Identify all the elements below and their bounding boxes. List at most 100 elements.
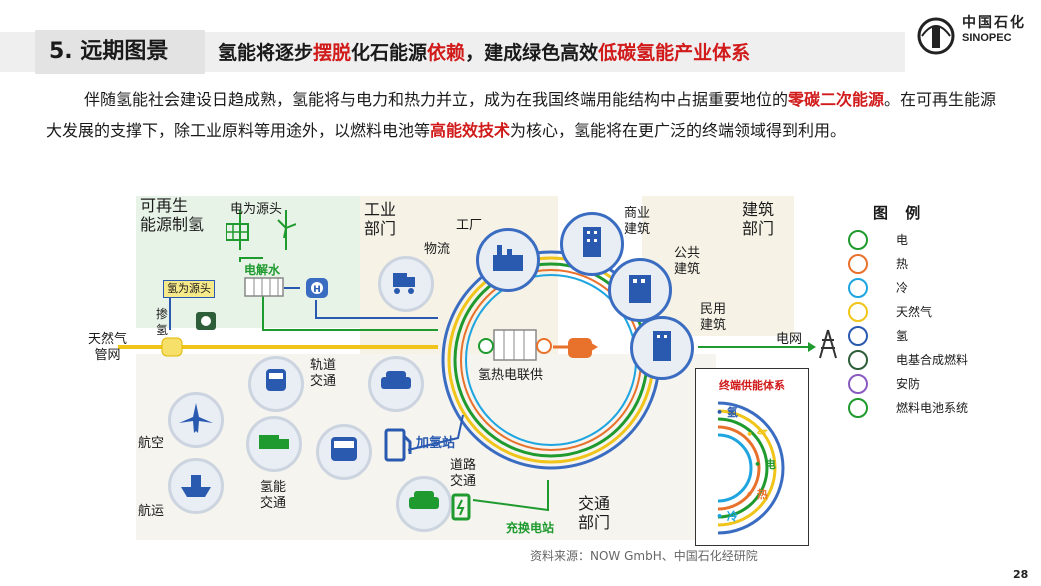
airplane-icon (179, 403, 213, 433)
solar-wind-icon (226, 219, 296, 246)
rail-label: 轨道 交通 (310, 358, 337, 389)
power-source-label: 电为源头 (230, 202, 283, 217)
aviation-label: 航空 (138, 436, 165, 451)
natural-gas-icon (848, 302, 868, 322)
gas-grid-label: 天然气 管网 (88, 332, 128, 363)
zone-label-renewable: 可再生 能源制氢 (140, 196, 205, 234)
intro-part: 。在可再生能源大发展的支撑下，除工业原料等用途外，以燃料电池等 (46, 90, 997, 140)
headline-part: 摆脱 (313, 42, 352, 64)
bus-icon (331, 437, 357, 461)
chp-label: 氢热电联供 (478, 368, 544, 383)
legend-label: 燃料电池系统 (896, 401, 969, 415)
public-node (608, 258, 672, 322)
shipping-node (168, 458, 224, 514)
intro-part: 零碳二次能源 (788, 90, 885, 109)
zone-building (642, 196, 794, 336)
cold-icon (848, 278, 868, 298)
zone-label-industry: 工业 部门 (364, 200, 397, 238)
page-number: 28 (1013, 568, 1029, 581)
legend-label: 电 (896, 233, 909, 247)
sinopec-logo (917, 17, 955, 55)
commercial-node (560, 212, 624, 276)
legend-label: 热 (896, 257, 909, 271)
h2-pump-icon (384, 428, 412, 462)
residential-label: 民用 建筑 (700, 302, 727, 333)
terminal-item: • 电 (754, 458, 776, 471)
electric-car-icon (409, 491, 439, 509)
intro-part: 伴随氢能社会建设日趋成熟，氢能将与电力和热力并立，成为在我国终端用能结构中占据重… (84, 90, 789, 109)
train-icon (266, 369, 286, 391)
terminal-item: • 气 (746, 428, 768, 441)
truck-icon (259, 435, 289, 449)
logistics-node (378, 256, 434, 312)
hydrogen-system-diagram: 可再生 能源制氢 工业 部门 建筑 部门 交通 部门 电为源头 电解水 H 氢为… (78, 190, 1040, 552)
headline-part: 化石能源 (351, 42, 428, 64)
fuel-cell-icon (848, 398, 868, 418)
apartment-icon (653, 331, 671, 361)
office-building-icon (583, 227, 601, 257)
headline-part: ，建成绿色高效 (465, 42, 599, 64)
electricity-icon (848, 230, 868, 250)
chp-link-line (262, 295, 438, 331)
section-label: 5. 远期图景 (35, 30, 205, 74)
legend-label: 安防 (896, 377, 921, 391)
security-icon (848, 374, 868, 394)
shipping-label: 航运 (138, 504, 165, 519)
hydrogen-source-label: 氢为源头 (163, 280, 215, 298)
heat-icon (848, 254, 868, 274)
fuel-cell-chp-icon (478, 329, 552, 361)
h2-station-label: 加氢站 (416, 436, 456, 451)
car-node (368, 356, 424, 412)
terminal-item: • 冷 (716, 510, 738, 523)
blend-label: 掺 氢 (156, 307, 169, 337)
intro-part: 为核心，氢能将在更广泛的终端领域得到利用。 (510, 121, 847, 140)
headline-part: 氢能将逐步 (218, 42, 314, 64)
bus-node (316, 424, 372, 480)
h2-station-line (407, 414, 464, 451)
power-grid-label: 电网 (776, 332, 803, 347)
factory-node (476, 228, 540, 292)
factory-icon (493, 245, 523, 271)
aviation-node (168, 392, 224, 448)
legend-title: 图 例 (873, 204, 927, 222)
factory-label: 工厂 (456, 218, 483, 233)
zone-label-transport: 交通 部门 (578, 494, 611, 532)
power-tower-icon (819, 329, 837, 359)
legend-label: 天然气 (896, 305, 933, 319)
terminal-title: 终端供能体系 (719, 379, 785, 392)
ship-icon (181, 475, 211, 497)
ev-node (396, 476, 452, 532)
electrolysis-power-line (239, 257, 263, 262)
residential-node (630, 316, 694, 380)
terminal-energy-box: 终端供能体系 • 氢• 气• 电• 热• 冷 (695, 368, 809, 546)
swap-station-line (472, 480, 549, 512)
rail-node (248, 356, 304, 412)
car-icon (381, 371, 411, 389)
gas-tank-icon (161, 337, 183, 357)
truck-node (246, 416, 302, 472)
zone-label-building: 建筑 部门 (742, 200, 775, 238)
hydrogen-tank-icon: H (306, 278, 328, 298)
h2-transport-label: 氢能 交通 (260, 480, 287, 511)
road-label: 道路 交通 (450, 458, 477, 489)
heat-tank-icon (568, 338, 592, 358)
hydrogen-feed-line (315, 300, 438, 319)
public-label: 公共 建筑 (674, 246, 701, 277)
logistics-label: 物流 (424, 242, 451, 257)
intro-part: 高能效技术 (430, 121, 511, 140)
synthetic-fuel-tank-icon (196, 312, 216, 330)
swap-station-label: 充换电站 (506, 521, 555, 535)
legend-label: 氢 (896, 329, 909, 343)
source-note: 资料来源：NOW GmbH、中国石化经研院 (530, 549, 758, 563)
legend-label: 电基合成燃料 (896, 353, 969, 367)
terminal-arcs (717, 401, 785, 535)
public-building-icon (629, 275, 651, 303)
headline-part: 低碳氢能产业体系 (598, 42, 751, 64)
zone-renewable (136, 196, 366, 328)
commercial-label: 商业 建筑 (624, 206, 651, 237)
logo-text-en: SINOPEC (962, 32, 1012, 44)
logo-text-zh: 中国石化 (962, 15, 1026, 31)
synthetic-fuel-icon (848, 350, 868, 370)
svg-text:H: H (313, 285, 321, 295)
electrolyzer-icon (244, 277, 284, 297)
